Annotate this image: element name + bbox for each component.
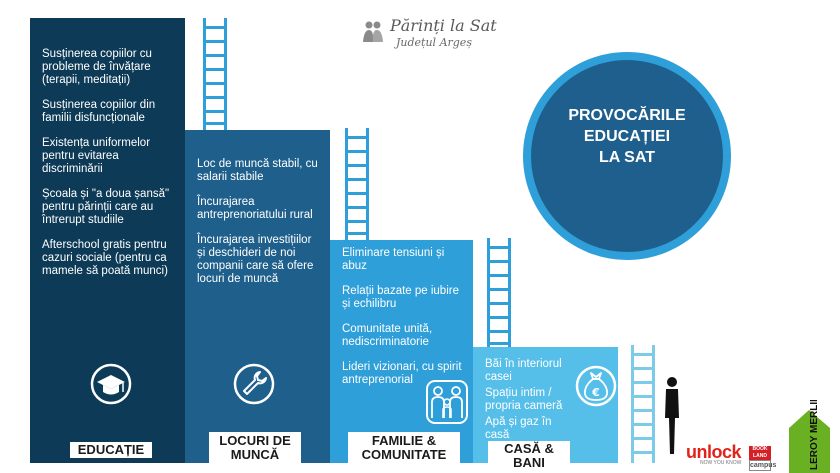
svg-text:€: €	[591, 386, 600, 399]
column-education: Susținerea copiilor cu probleme de învăț…	[30, 18, 185, 463]
education-item: Afterschool gratis pentru cazuri sociale…	[42, 239, 168, 277]
ladder-icon	[487, 238, 511, 348]
education-item: Existența uniformelor pentru evitarea di…	[42, 137, 151, 175]
education-item: Susținerea copiilor din familii disfuncț…	[42, 99, 156, 124]
ladder-icon	[345, 128, 369, 240]
jobs-item: Încurajarea antreprenoriatului rural	[197, 196, 313, 221]
label-house: CASĂ & BANI	[488, 441, 570, 471]
family-item: Lideri vizionari, cu spirit antreprenori…	[342, 361, 462, 386]
label-education: EDUCAȚIE	[70, 442, 152, 458]
bookland-logo: BOOK LAND campus	[749, 446, 777, 471]
family-item: Comunitate unită, nediscriminatorie	[342, 323, 433, 348]
jobs-item: Loc de muncă stabil, cu salarii stabile	[197, 158, 318, 183]
money-bag-euro-icon: €	[575, 365, 617, 407]
unlock-logo: unlock	[686, 442, 742, 462]
circle-title: PROVOCĂRILE EDUCAȚIEI LA SAT	[568, 107, 686, 166]
column-family: Eliminare tensiuni și abuz Relații bazat…	[330, 240, 473, 463]
brand-subtitle: Județul Argeș	[396, 36, 472, 49]
column-jobs: Loc de muncă stabil, cu salarii stabile …	[185, 130, 330, 463]
leroy-merlin-logo-text: LEROY MERLIN	[809, 400, 820, 470]
ladder-icon	[203, 18, 227, 130]
ladder-icon	[631, 345, 655, 463]
label-family: FAMILIE & COMUNITATE	[348, 432, 460, 465]
house-item: Apă și gaz în casă	[485, 416, 552, 441]
family-icon	[426, 380, 468, 424]
wrench-icon	[233, 363, 275, 405]
unlock-tagline: NOW YOU KNOW	[700, 460, 742, 466]
family-item: Relații bazate pe iubire și echilibru	[342, 285, 459, 310]
bookland-logo-bottom: campus	[749, 460, 777, 471]
bookland-logo-top: BOOK LAND	[749, 446, 771, 460]
person-silhouette-icon	[665, 377, 679, 454]
house-item: Băi în interiorul casei	[485, 358, 562, 383]
graduation-cap-icon	[90, 363, 132, 405]
challenges-circle	[523, 52, 731, 260]
house-item: Spațiu intim / propria cameră	[485, 387, 563, 412]
jobs-item: Încurajarea investițiilor și deschideri …	[197, 234, 314, 285]
leroy-merlin-logo: LEROY MERLIN	[789, 400, 830, 473]
education-item: Școala și "a doua șansă" pentru părinții…	[42, 188, 170, 226]
label-jobs: LOCURI DE MUNCĂ	[209, 432, 301, 465]
education-item: Susținerea copiilor cu probleme de învăț…	[42, 48, 152, 86]
brand-title: Părinți la Sat	[390, 16, 497, 35]
family-item: Eliminare tensiuni și abuz	[342, 247, 445, 272]
parents-logo-icon	[363, 21, 383, 42]
